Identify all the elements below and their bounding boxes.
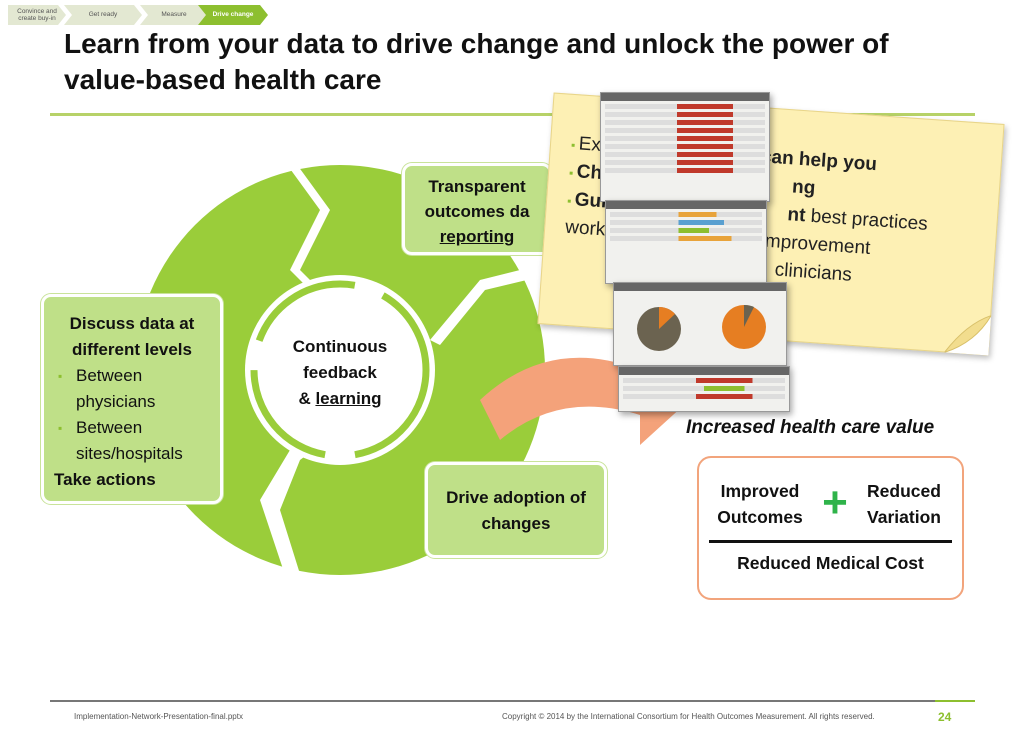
report-thumbnail-4 [618, 366, 790, 412]
pie-charts [637, 304, 766, 351]
left-box-bullet-2: ▪ Between sites/hospitals [54, 415, 210, 467]
transparent-reporting-box: Transparent outcomes da reporting [402, 163, 552, 255]
center-amp: & [298, 389, 316, 408]
note-line-4a: work [564, 216, 607, 241]
bottom-box-text: Drive adoption of changes [446, 488, 586, 533]
title-divider [50, 113, 975, 116]
value-heading: Increased health care value [686, 417, 935, 438]
page-title: Learn from your data to drive change and… [64, 28, 889, 95]
center-learning: learning [315, 389, 382, 408]
divider-top [280, 155, 345, 315]
plus-icon: + [822, 478, 848, 527]
value-equation-box: Improved Outcomes + Reduced Variation Re… [697, 456, 964, 600]
report-thumbnail-1 [600, 92, 770, 202]
reduced-cost-label: Reduced Medical Cost [737, 553, 924, 573]
nav-step-convince[interactable]: Convince and create buy-in [8, 5, 66, 25]
nav-step-label: Get ready [88, 11, 118, 19]
top-box-line-3: reporting [439, 227, 515, 246]
nav-step-measure[interactable]: Measure [140, 5, 208, 25]
drive-adoption-box: Drive adoption of changes [425, 462, 607, 558]
footer-divider [50, 700, 975, 702]
footer-accent [935, 700, 975, 702]
note-line-2b: ng [791, 176, 817, 199]
left-box-action: Take actions [54, 470, 156, 489]
report-thumbnail-2 [605, 200, 767, 284]
nav-step-label: Drive change [212, 11, 254, 19]
page-number: 24 [938, 710, 952, 724]
footer-filename: Implementation-Network-Presentation-fina… [74, 712, 243, 721]
nav-step-label: Measure [161, 11, 187, 19]
top-box-line-2: outcomes da [424, 202, 530, 221]
cycle-center-label: Continuous feedback & learning [265, 334, 415, 412]
page-curl-icon [944, 314, 992, 356]
sticky-note: ▪ Exacan help you ▪ Chang ▪ Guidnt best … [537, 92, 1005, 356]
divider-bottom [260, 435, 330, 590]
left-box-bullet-1: ▪ Between physicians [54, 363, 210, 415]
nav-step-drive-change[interactable]: Drive change [198, 5, 268, 25]
note-line-3b: nt [786, 204, 807, 227]
bullet-text: Between physicians [76, 366, 156, 411]
improved-outcomes-label: Improved Outcomes [717, 481, 803, 527]
center-line-1: Continuous [292, 337, 388, 356]
center-line-2: feedback [303, 363, 377, 382]
bullet-icon: ▪ [58, 369, 63, 383]
fraction-line [709, 540, 952, 543]
left-box-heading: Discuss data at different levels [69, 314, 195, 359]
nav-step-label: Convince and create buy-in [17, 7, 57, 22]
bullet-icon: ▪ [58, 421, 63, 435]
footer-copyright: Copyright © 2014 by the International Co… [502, 712, 875, 721]
reduced-variation-label: Reduced Variation [867, 481, 941, 527]
bullet-text: Between sites/hospitals [76, 418, 183, 463]
note-line-1b: can help you [760, 146, 878, 176]
nav-step-get-ready[interactable]: Get ready [64, 5, 142, 25]
top-box-line-1: Transparent [428, 177, 526, 196]
note-line-3c: best practices [804, 205, 929, 235]
discuss-data-box: Discuss data at different levels ▪ Betwee… [41, 294, 223, 504]
report-thumbnail-3 [613, 282, 787, 366]
note-line-4b: mprovement [764, 230, 872, 259]
